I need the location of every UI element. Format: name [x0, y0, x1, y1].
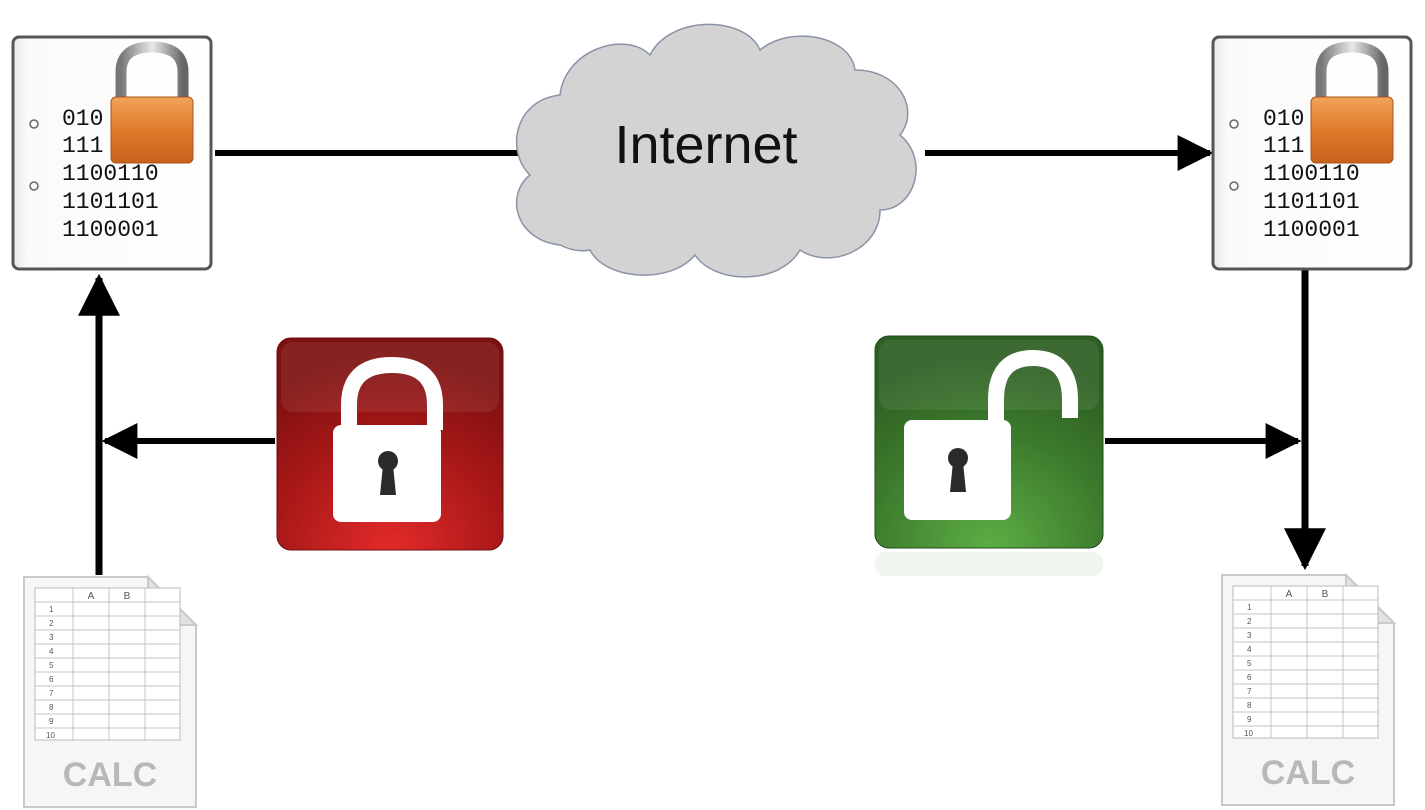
row-number: 3 [49, 633, 54, 642]
binary-line: 1100001 [1263, 217, 1360, 243]
row-number: 6 [1247, 673, 1252, 682]
padlock-icon [1310, 41, 1394, 164]
binary-line: 1101101 [1263, 189, 1360, 215]
padlock-icon [110, 41, 194, 164]
encrypted-file-right: 010 111 1100110 1101101 1100001 [1211, 35, 1413, 271]
column-header: B [124, 591, 131, 602]
row-number: 7 [49, 689, 54, 698]
row-number: 2 [1247, 617, 1252, 626]
row-number: 4 [1247, 645, 1252, 654]
spreadsheet-grid [35, 588, 180, 740]
row-number: 10 [1244, 729, 1253, 738]
binary-line: 010 [1263, 106, 1304, 132]
binary-line: 1100001 [62, 217, 159, 243]
closed-padlock-icon [333, 356, 443, 522]
binary-line: 1100110 [1263, 161, 1360, 187]
row-number: 9 [1247, 715, 1252, 724]
binary-line: 111 [1263, 133, 1304, 159]
encrypt-lock-box [276, 337, 504, 551]
row-number: 2 [49, 619, 54, 628]
column-header: B [1322, 589, 1329, 600]
row-number: 1 [1247, 603, 1252, 612]
binary-line: 1101101 [62, 189, 159, 215]
internet-label: Internet [614, 115, 797, 175]
decrypt-lock-box [874, 335, 1104, 576]
row-number: 8 [49, 703, 54, 712]
row-number: 5 [49, 661, 54, 670]
spreadsheet-file-left: A B 1 2 3 4 5 6 7 8 9 10 CALC [23, 574, 199, 808]
column-header: A [1286, 589, 1293, 600]
calc-label: CALC [63, 756, 157, 794]
row-number: 4 [49, 647, 54, 656]
binary-line: 111 [62, 133, 103, 159]
row-number: 1 [49, 605, 54, 614]
row-number: 3 [1247, 631, 1252, 640]
binary-line: 1100110 [62, 161, 159, 187]
internet-cloud: Internet [515, 23, 917, 278]
row-number: 10 [46, 731, 55, 740]
column-header: A [88, 591, 95, 602]
row-number: 8 [1247, 701, 1252, 710]
row-number: 6 [49, 675, 54, 684]
encrypted-file-left: 010 111 1100110 1101101 1100001 [11, 35, 213, 271]
spreadsheet-grid [1233, 586, 1378, 738]
row-number: 7 [1247, 687, 1252, 696]
spreadsheet-file-right: A B 1 2 3 4 5 6 7 8 9 10 CALC [1221, 572, 1397, 806]
calc-label: CALC [1261, 754, 1355, 792]
open-padlock-icon [904, 349, 1078, 520]
binary-line: 010 [62, 106, 103, 132]
row-number: 5 [1247, 659, 1252, 668]
row-number: 9 [49, 717, 54, 726]
